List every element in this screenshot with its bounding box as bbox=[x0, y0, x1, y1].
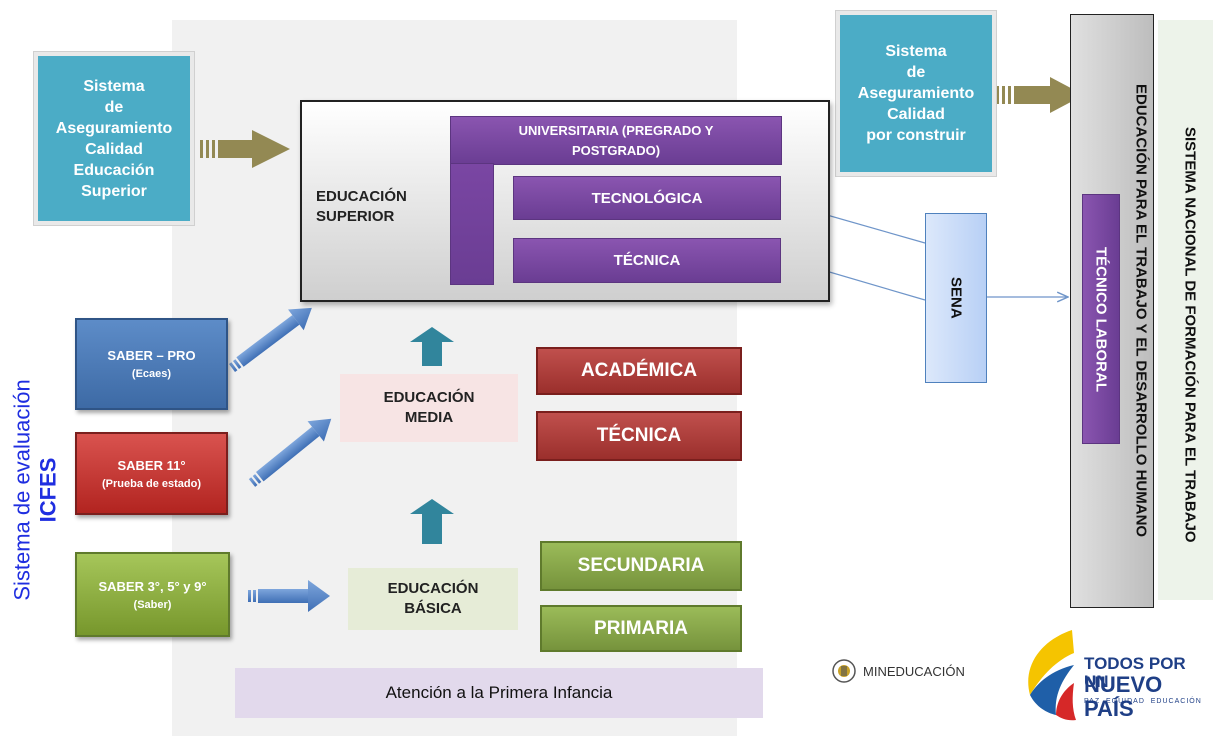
mineducacion-text: MINEDUCACIÓN bbox=[863, 663, 965, 679]
academica-box: ACADÉMICA bbox=[536, 347, 742, 395]
tecnico-laboral-box: TÉCNICO LABORAL bbox=[1082, 194, 1120, 444]
icfes-label: Sistema de evaluación ICFES bbox=[6, 330, 66, 650]
olive-arrow-right bbox=[996, 77, 1084, 113]
sistema-nacional-label: SISTEMA NACIONAL DE FORMACIÓN PARA EL TR… bbox=[1181, 127, 1199, 543]
primera-infancia-bar: Atención a la Primera Infancia bbox=[235, 668, 763, 718]
primaria-box: PRIMARIA bbox=[540, 605, 742, 652]
secundaria-box: SECUNDARIA bbox=[540, 541, 742, 591]
olive-arrow-left bbox=[200, 130, 290, 168]
up-arrow-superior bbox=[410, 327, 454, 366]
educacion-basica-box: EDUCACIÓN BÁSICA bbox=[348, 568, 518, 630]
educacion-superior-label: EDUCACIÓN SUPERIOR bbox=[316, 188, 407, 225]
todos-por-un-nuevo-pais-logo: TODOS POR UN NUEVO PAÍS PAZ EQUIDAD EDUC… bbox=[1012, 625, 1212, 725]
tecnologica-box: TECNOLÓGICA bbox=[513, 176, 781, 220]
tecnica-media-box: TÉCNICA bbox=[536, 411, 742, 461]
todos-line-1: TODOS POR UN bbox=[1084, 654, 1186, 691]
saber-11-subtitle: (Prueba de estado) bbox=[101, 477, 202, 490]
right-background-panel bbox=[1158, 20, 1213, 600]
blue-arrow-pro bbox=[228, 307, 312, 372]
saber-11-title: SABER 11° bbox=[117, 457, 186, 473]
saber-11-box: SABER 11° (Prueba de estado) bbox=[75, 432, 228, 515]
colombia-shield-icon bbox=[832, 659, 856, 683]
quality-system-superior-box: Sistema de Aseguramiento Calidad Educaci… bbox=[34, 52, 194, 225]
universitaria-stem bbox=[450, 163, 494, 285]
tecnica-superior-box: TÉCNICA bbox=[513, 238, 781, 283]
colombia-flag-swoosh-icon bbox=[1028, 630, 1076, 721]
todos-tagline: PAZ EQUIDAD EDUCACIÓN bbox=[1084, 698, 1202, 705]
saber-359-subtitle: (Saber) bbox=[133, 598, 172, 611]
sena-box: SENA bbox=[925, 213, 987, 383]
blue-arrow-11 bbox=[248, 418, 332, 487]
mineducacion-logo: MINEDUCACIÓN bbox=[831, 650, 1009, 692]
icfes-line-1: Sistema de evaluación bbox=[10, 379, 36, 601]
quality-system-to-build-box: Sistema de Aseguramiento Calidad por con… bbox=[836, 11, 996, 176]
universitaria-box: UNIVERSITARIA (PREGRADO Y POSTGRADO) bbox=[450, 116, 782, 165]
up-arrow-media bbox=[410, 499, 454, 544]
todos-line-2: NUEVO PAÍS bbox=[1084, 672, 1163, 721]
blue-arrow-359 bbox=[248, 580, 330, 612]
icfes-line-2: ICFES bbox=[36, 457, 62, 523]
saber-pro-box: SABER – PRO (Ecaes) bbox=[75, 318, 228, 410]
educacion-media-box: EDUCACIÓN MEDIA bbox=[340, 374, 518, 442]
saber-359-title: SABER 3°, 5° y 9° bbox=[98, 578, 207, 594]
educacion-trabajo-label: EDUCACIÓN PARA EL TRABAJO Y EL DESARROLL… bbox=[1132, 84, 1150, 538]
saber-pro-title: SABER – PRO bbox=[107, 348, 196, 363]
saber-pro-subtitle: (Ecaes) bbox=[131, 368, 172, 380]
saber-359-box: SABER 3°, 5° y 9° (Saber) bbox=[75, 552, 230, 637]
